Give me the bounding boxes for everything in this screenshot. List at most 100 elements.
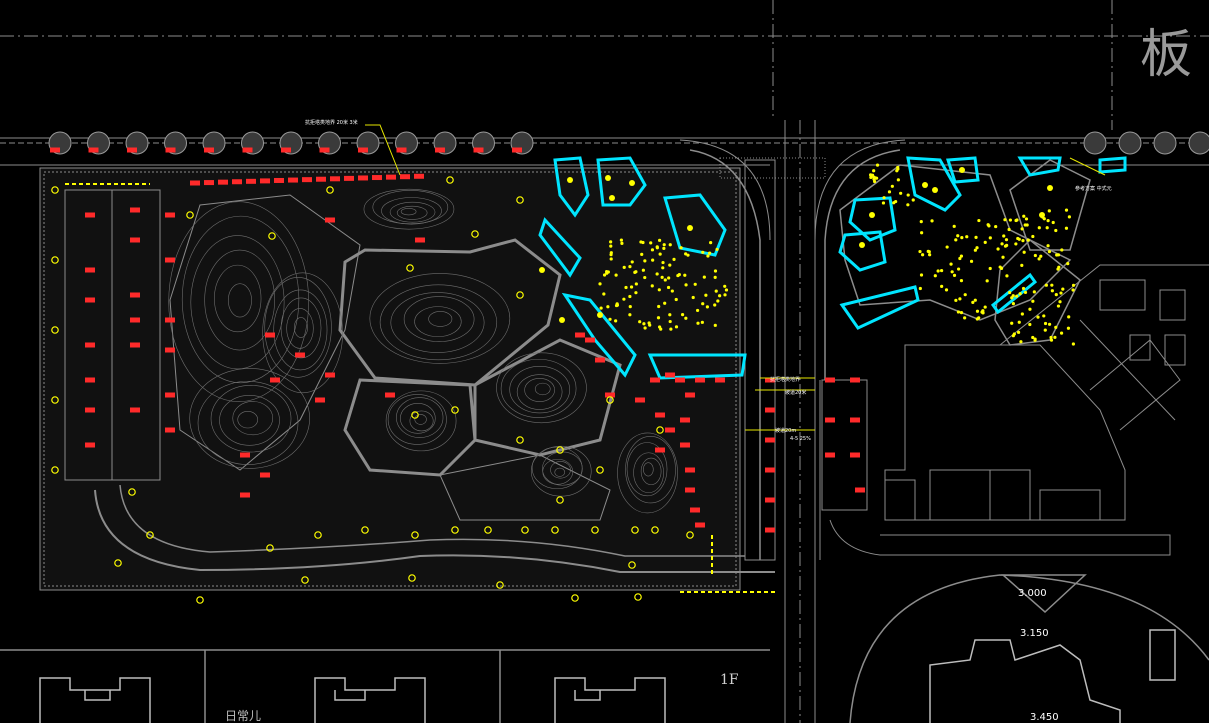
building-block	[884, 344, 1126, 521]
spot-marker-icon	[685, 392, 695, 398]
lamp-icon	[1047, 209, 1051, 213]
lamp-icon	[892, 201, 896, 205]
contour-ring	[280, 297, 322, 359]
northeast-corner	[679, 139, 1171, 560]
spot-marker-icon	[295, 352, 305, 358]
lamp-icon	[963, 293, 967, 297]
lamp-icon	[661, 260, 665, 265]
lamp-icon	[591, 526, 599, 534]
spot-marker-icon	[655, 447, 665, 453]
lamp-icon	[516, 196, 524, 204]
lamp-icon	[629, 180, 635, 186]
lamp-icon	[186, 211, 194, 219]
lamp-icon	[634, 593, 642, 601]
spot-marker-icon	[260, 472, 270, 478]
contour-ring	[500, 358, 577, 418]
spot-marker-icon	[585, 337, 595, 343]
lamp-icon	[1014, 242, 1018, 246]
lamp-icon	[999, 266, 1004, 270]
lamp-icon	[973, 298, 977, 302]
contour-ring	[237, 411, 259, 429]
lamp-icon	[950, 270, 954, 274]
spot-marker-icon	[765, 527, 775, 533]
lamp-icon	[1033, 253, 1037, 258]
lamp-icon	[551, 526, 559, 534]
contour-ring	[509, 366, 571, 414]
lamp-icon	[596, 466, 604, 474]
spot-marker-icon	[850, 377, 860, 383]
lamp-icon	[1037, 226, 1041, 230]
lamp-icon	[650, 284, 654, 288]
lamp-icon	[1043, 321, 1048, 326]
lamp-icon	[1060, 248, 1064, 252]
lamp-icon	[622, 265, 626, 269]
lamp-icon	[691, 295, 695, 300]
spot-marker-icon	[316, 176, 326, 182]
lamp-icon	[679, 246, 683, 250]
spot-marker-icon	[650, 377, 660, 383]
lamp-icon	[1066, 262, 1070, 266]
spot-marker-icon	[344, 175, 354, 181]
spot-marker-icon	[302, 177, 312, 183]
lamp-icon	[980, 310, 984, 314]
lamp-icon	[314, 531, 322, 539]
contour-ring	[381, 197, 442, 225]
spot-marker-icon	[165, 257, 175, 263]
contour-ring	[286, 308, 314, 349]
spot-marker-icon	[218, 179, 228, 185]
spot-marker-icon	[665, 427, 675, 433]
lamp-icon	[1016, 330, 1021, 334]
yellow-ring-lamps	[51, 176, 694, 604]
lamp-icon	[408, 574, 416, 582]
lamp-icon	[928, 253, 932, 257]
lamp-icon	[1032, 290, 1036, 294]
lamp-icon	[1022, 214, 1026, 218]
spot-marker-icon	[274, 177, 284, 183]
lamp-icon	[1026, 238, 1030, 242]
contour-ring	[227, 283, 252, 318]
lamp-icon	[484, 526, 492, 534]
lamp-icon	[496, 581, 504, 589]
lamp-icon	[714, 289, 718, 293]
spot-marker-icon	[85, 442, 95, 448]
lamp-icon	[930, 219, 934, 223]
contour-ring	[372, 190, 449, 225]
lamp-icon	[882, 196, 886, 200]
spot-marker-icon	[850, 452, 860, 458]
lamp-icon	[656, 316, 661, 320]
plaza-cell-south	[439, 454, 611, 521]
lamp-icon	[649, 241, 653, 245]
lamp-icon	[609, 257, 613, 261]
lamp-icon	[918, 249, 922, 254]
lamp-icon	[663, 301, 667, 305]
lamp-icon	[641, 268, 645, 272]
spot-marker-icon	[315, 397, 325, 403]
building-footprint	[884, 264, 1209, 521]
spot-marker-icon	[240, 492, 250, 498]
lamp-icon	[1071, 288, 1075, 292]
lamp-icon	[1046, 244, 1050, 248]
contour-ring	[400, 403, 436, 434]
contour-ring	[531, 446, 583, 490]
contour-ring	[273, 289, 328, 371]
contour-ring	[396, 205, 428, 220]
lamp-icon	[641, 240, 645, 245]
contour-ring	[496, 352, 587, 424]
lamp-icon	[684, 252, 688, 256]
spot-marker-icon	[680, 417, 690, 423]
spot-marker-icon	[372, 175, 382, 181]
lamp-icon	[906, 193, 910, 197]
spot-marker-icon	[655, 412, 665, 418]
spot-marker-icon	[165, 317, 175, 323]
contour-ring	[414, 306, 462, 337]
leader-lines	[365, 124, 1106, 431]
lamp-icon	[713, 303, 717, 307]
lamp-icon	[693, 282, 697, 286]
lamp-icon	[899, 191, 903, 195]
lamp-icon	[704, 293, 708, 297]
contour-ring	[369, 273, 511, 364]
lamp-icon	[1017, 320, 1021, 324]
lamp-icon	[1039, 254, 1043, 258]
contour-ring	[642, 462, 654, 477]
lamp-icon	[615, 302, 619, 306]
